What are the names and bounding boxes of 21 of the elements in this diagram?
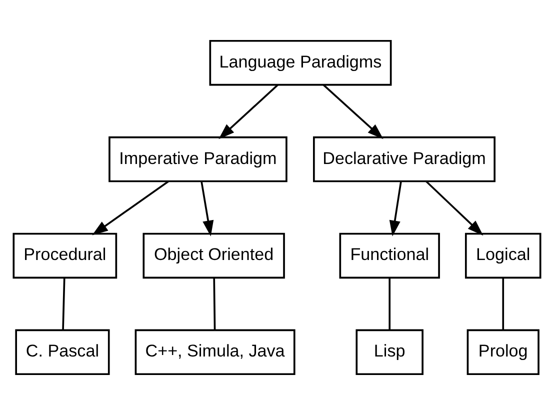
node-box: Language Paradigms (209, 40, 392, 86)
node-box: Lisp (356, 329, 424, 376)
node-box: C. Pascal (15, 329, 110, 376)
node-box: Prolog (466, 329, 540, 376)
connector (213, 278, 216, 330)
arrow (426, 180, 484, 236)
node-box: Object Oriented (142, 232, 285, 279)
arrow (389, 181, 402, 236)
arrow (200, 181, 214, 236)
arrow (322, 84, 384, 140)
connector (62, 278, 66, 330)
arrow (218, 84, 278, 140)
connector (388, 278, 391, 330)
connector (502, 278, 504, 330)
arrow (92, 180, 169, 236)
node-box: Declarative Paradigm (313, 136, 496, 182)
node-box: Logical (464, 232, 542, 279)
node-box: Procedural (12, 232, 118, 279)
node-box: Imperative Paradigm (108, 136, 288, 182)
node-box: C++, Simula, Java (134, 329, 296, 376)
node-box: Functional (339, 232, 440, 279)
